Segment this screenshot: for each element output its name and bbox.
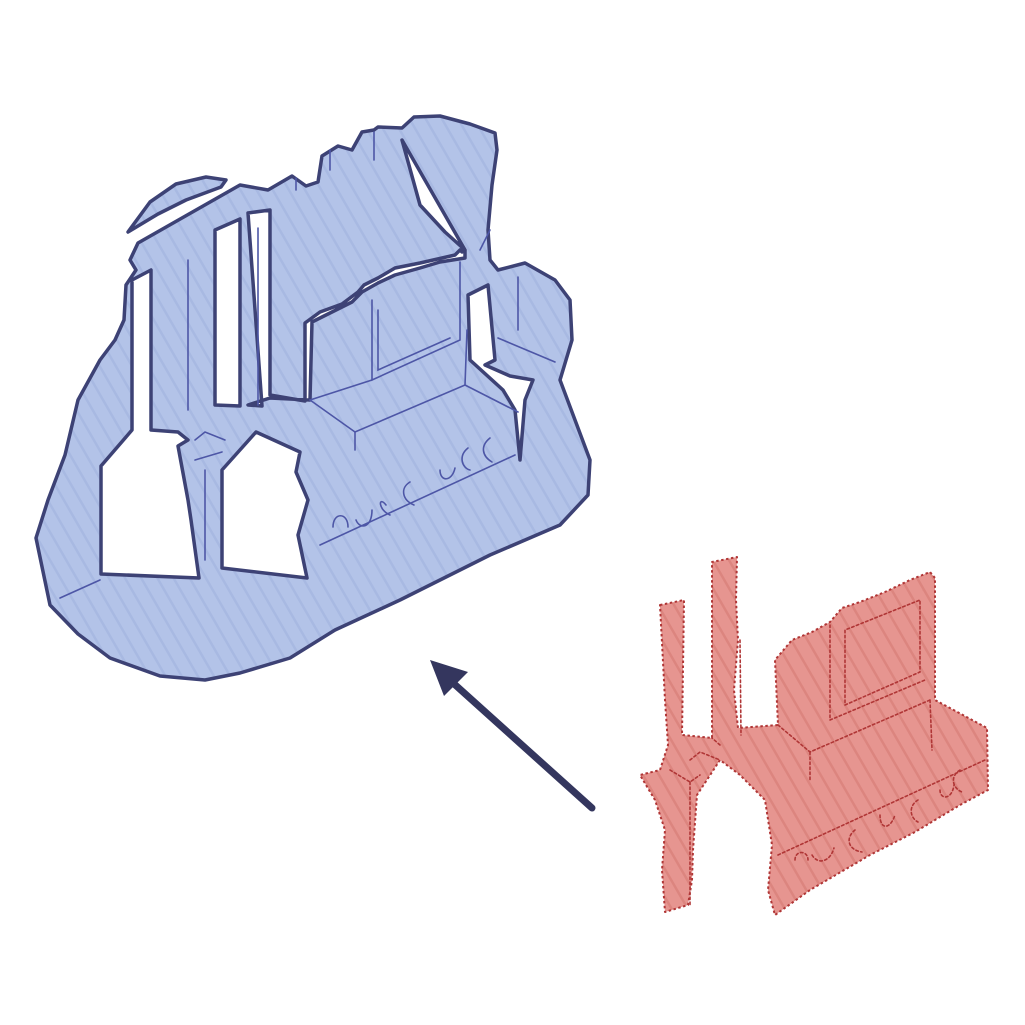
housing-body	[34, 114, 592, 682]
housing-part	[34, 114, 592, 682]
insertion-arrow	[430, 660, 596, 812]
insert-detail-lines	[669, 598, 986, 906]
housing-top-cap	[126, 175, 228, 234]
insert-body	[639, 556, 989, 916]
arrow-shaft	[448, 678, 596, 812]
insert-part	[639, 556, 989, 916]
housing-detail-lines	[59, 131, 556, 599]
arrow-head-icon	[430, 660, 468, 696]
